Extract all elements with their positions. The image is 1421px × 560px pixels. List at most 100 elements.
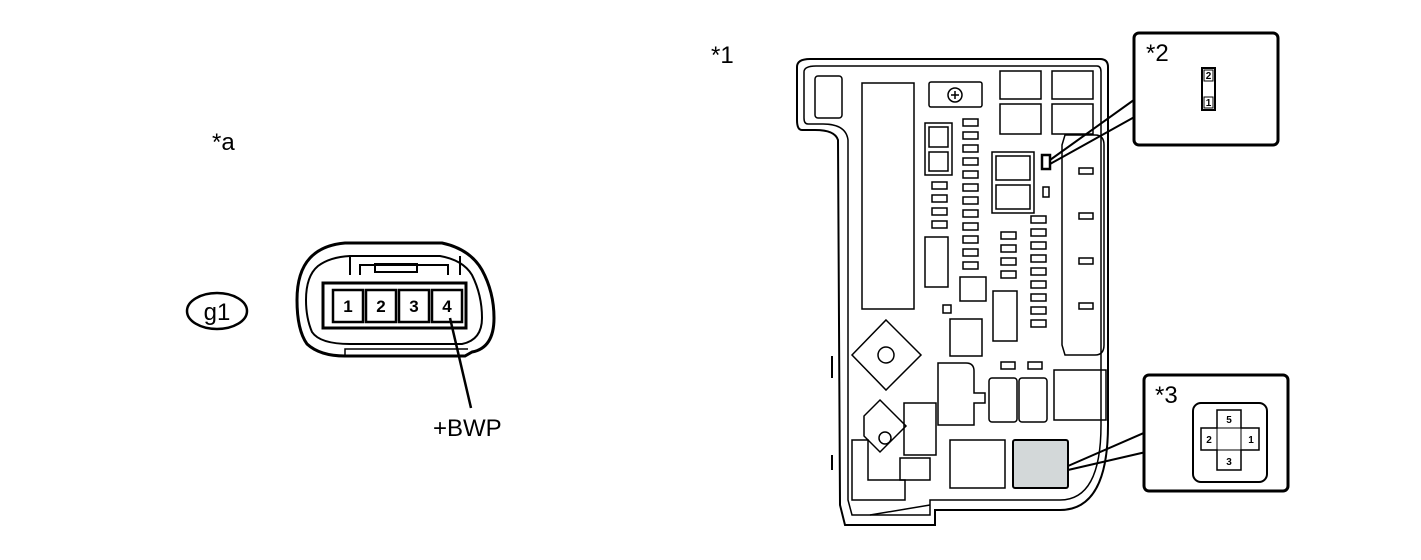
tiny-part bbox=[942, 304, 952, 314]
fuse-d1 bbox=[1030, 215, 1047, 224]
block-outer-body bbox=[796, 58, 1109, 526]
screw-slot bbox=[951, 91, 959, 99]
bottom-clip bbox=[851, 439, 906, 501]
pin-label-3: 3 bbox=[409, 297, 418, 316]
junction-block bbox=[796, 58, 1109, 526]
connector-g1 bbox=[295, 241, 496, 358]
relay-lower-2 bbox=[903, 402, 937, 456]
terminal-leader-line bbox=[448, 317, 473, 409]
relay-mid bbox=[991, 151, 1035, 214]
bottom-latch bbox=[869, 504, 931, 516]
fuse-b8 bbox=[962, 209, 979, 218]
detail-2-pin-cell-top bbox=[1203, 69, 1214, 82]
fuse-d7 bbox=[1030, 293, 1047, 302]
highlighted-relay bbox=[1012, 439, 1069, 489]
screw-head bbox=[947, 87, 963, 103]
relay-pair bbox=[924, 122, 953, 176]
relay-mid-bottom bbox=[995, 184, 1031, 210]
bay-slot-4 bbox=[1078, 302, 1094, 310]
left-module bbox=[861, 82, 915, 310]
detail-3-socket bbox=[1192, 402, 1268, 483]
mount-hole-2 bbox=[878, 431, 892, 445]
detail-2-pin-top: 2 bbox=[1206, 71, 1212, 82]
detail-2-fuse bbox=[1201, 67, 1216, 111]
fuse-d6 bbox=[1030, 280, 1047, 289]
fuse-b2 bbox=[962, 131, 979, 140]
block-inner-edge bbox=[803, 65, 1102, 516]
callout-3-leader bbox=[1067, 431, 1147, 471]
view-a-label: *a bbox=[212, 129, 235, 156]
detail-2-pin-cell-bottom bbox=[1203, 96, 1214, 109]
fuse-c3 bbox=[1000, 257, 1017, 266]
fuse-d3 bbox=[1030, 241, 1047, 250]
callout-ellipse bbox=[185, 291, 249, 331]
callout-2: *2 2 1 bbox=[1049, 31, 1280, 165]
fuse-a2 bbox=[931, 194, 948, 203]
top-left-socket bbox=[814, 75, 843, 119]
screw-mount bbox=[928, 81, 983, 108]
bay-slot-2 bbox=[1078, 212, 1094, 220]
pin-cell-3 bbox=[397, 288, 431, 324]
connector-code-label: g1 bbox=[204, 299, 231, 326]
fuse-c2 bbox=[1000, 244, 1017, 253]
fuse-b7 bbox=[962, 196, 979, 205]
relay-top-4 bbox=[1051, 103, 1094, 135]
detail-2-pin-bottom: 1 bbox=[1206, 98, 1212, 109]
fuse-a4 bbox=[931, 220, 948, 229]
connector-code-callout: g1 bbox=[185, 291, 249, 331]
fuse-b11 bbox=[962, 248, 979, 257]
callout-3: *3 5 2 1 3 bbox=[1067, 373, 1290, 493]
relay-top-1 bbox=[999, 70, 1042, 100]
relay-lower-left bbox=[937, 362, 986, 426]
pin-cell-1 bbox=[331, 288, 365, 324]
fuse-b6 bbox=[962, 183, 979, 192]
pin-label-1: 1 bbox=[343, 297, 352, 316]
pin-cell-4 bbox=[430, 288, 464, 324]
fuse-b9 bbox=[962, 222, 979, 231]
connector-housing bbox=[295, 241, 496, 358]
ref-2-label: *2 bbox=[1146, 40, 1169, 67]
ref-1-label: *1 bbox=[711, 42, 734, 69]
fuse-d4 bbox=[1030, 254, 1047, 263]
locking-tab-slot bbox=[374, 263, 418, 273]
relay-mid-top bbox=[995, 155, 1031, 181]
detail-3-pin-top: 5 bbox=[1226, 415, 1232, 426]
relay-top-2 bbox=[1051, 70, 1094, 100]
fuse-d9 bbox=[1030, 319, 1047, 328]
fuse-b3 bbox=[962, 144, 979, 153]
pin-cell-2 bbox=[364, 288, 398, 324]
fuse-c4 bbox=[1000, 270, 1017, 279]
relay-pair-top bbox=[928, 126, 949, 148]
mount-hole-1 bbox=[877, 346, 895, 364]
callout-2-leader bbox=[1049, 96, 1139, 165]
fuse-d5 bbox=[1030, 267, 1047, 276]
small-fuse-2 bbox=[1042, 186, 1050, 198]
terminal-label: +BWP bbox=[433, 415, 502, 442]
relay-small-1 bbox=[959, 276, 987, 302]
detail-3-pin-right: 1 bbox=[1248, 435, 1254, 446]
relay-lower-5 bbox=[1053, 369, 1107, 421]
bay-slot-3 bbox=[1078, 257, 1094, 265]
fuse-a3 bbox=[931, 207, 948, 216]
relay-lower-3 bbox=[988, 377, 1018, 423]
relay-tall-mid bbox=[992, 290, 1018, 342]
pin-label-2: 2 bbox=[376, 297, 385, 316]
relay-lower-6 bbox=[949, 439, 1006, 489]
detail-3-pin-bottom: 3 bbox=[1226, 457, 1232, 468]
fuse-e2 bbox=[1027, 361, 1043, 370]
pin-label-4: 4 bbox=[442, 297, 452, 316]
relay-lower-4 bbox=[1018, 377, 1048, 423]
ref-3-label: *3 bbox=[1155, 382, 1178, 409]
relay-tall-left bbox=[924, 236, 949, 288]
fuse-b1 bbox=[962, 118, 979, 127]
relay-pair-bottom bbox=[928, 151, 949, 172]
connector-g1-pins: 1 2 3 4 bbox=[331, 288, 464, 324]
connector-bottom-lip bbox=[344, 348, 468, 356]
fuse-b5 bbox=[962, 170, 979, 179]
detail-3-pin-left: 2 bbox=[1206, 435, 1212, 446]
highlighted-fuse bbox=[1040, 153, 1052, 171]
detail-3-center bbox=[1216, 427, 1242, 451]
pin-frame bbox=[321, 281, 468, 330]
fuse-b4 bbox=[962, 157, 979, 166]
